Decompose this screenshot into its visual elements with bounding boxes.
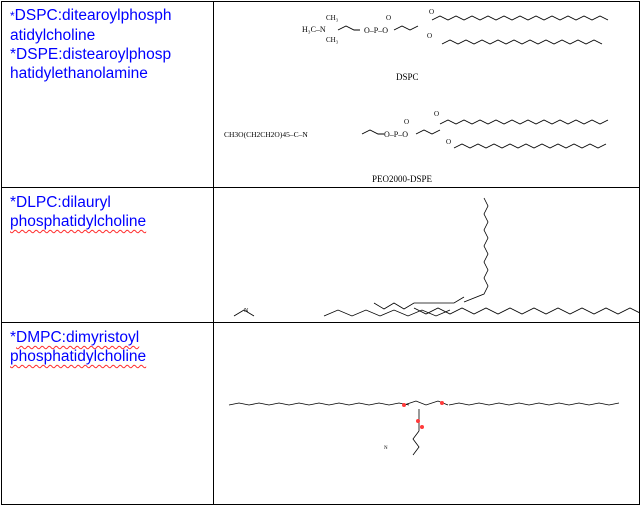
svg-text:N: N — [384, 446, 388, 451]
row-divider-2 — [2, 322, 639, 323]
svg-text:O: O — [446, 138, 451, 146]
svg-text:O–P–O: O–P–O — [384, 130, 408, 139]
peo-dspe-structure: CH3O(CH2CH2O)45–C–N O–P–O O O O PEO2000-… — [224, 110, 609, 184]
svg-text:H₃C–N: H₃C–N — [302, 25, 326, 34]
svg-text:O: O — [434, 110, 439, 118]
row3-line2: phosphatidylcholine — [10, 348, 147, 365]
dspc-caption: DSPC — [396, 72, 419, 82]
svg-text:CH3O(CH2CH2O)45–C–N: CH3O(CH2CH2O)45–C–N — [224, 130, 308, 139]
row2-line2: phosphatidylcholine — [10, 213, 147, 230]
svg-text:N: N — [244, 308, 249, 314]
column-divider — [213, 2, 214, 504]
row1-line4: hatidylethanolamine — [10, 65, 148, 82]
row-divider-1 — [2, 187, 639, 188]
row1-line2: atidylcholine — [10, 27, 96, 44]
row1-line3: *DSPE:distearoylphosp — [10, 46, 172, 63]
row3-line1: *DMPC:dimyristoyl — [10, 329, 140, 346]
row2-name-cell: *DLPC:dilauryl phosphatidylcholine — [10, 193, 146, 231]
dspc-structure: H₃C–N CH₃ CH₃ O–P–O O O O DSPC — [302, 8, 609, 82]
dspc-dspe-structures: H₃C–N CH₃ CH₃ O–P–O O O O DSPC CH3O(CH2C… — [224, 8, 609, 184]
row3-name-cell: *DMPC:dimyristoyl phosphatidylcholine — [10, 328, 146, 366]
row1-line1: *DSPC:ditearoylphosph — [10, 7, 172, 24]
dmpc-structure: N — [228, 400, 620, 456]
svg-text:O: O — [386, 14, 391, 22]
svg-text:O–P–O: O–P–O — [364, 26, 388, 35]
svg-text:O: O — [404, 118, 409, 126]
row1-name-cell: *DSPC:ditearoylphosph atidylcholine *DSP… — [10, 6, 171, 83]
row2-line1: *DLPC:dilauryl — [10, 194, 111, 211]
svg-text:CH₃: CH₃ — [326, 14, 339, 22]
svg-text:O: O — [429, 8, 434, 16]
svg-text:O: O — [427, 32, 432, 40]
dlpc-structure: N — [233, 197, 640, 317]
svg-text:CH₃: CH₃ — [326, 36, 339, 44]
peo-dspe-caption: PEO2000-DSPE — [372, 174, 433, 184]
